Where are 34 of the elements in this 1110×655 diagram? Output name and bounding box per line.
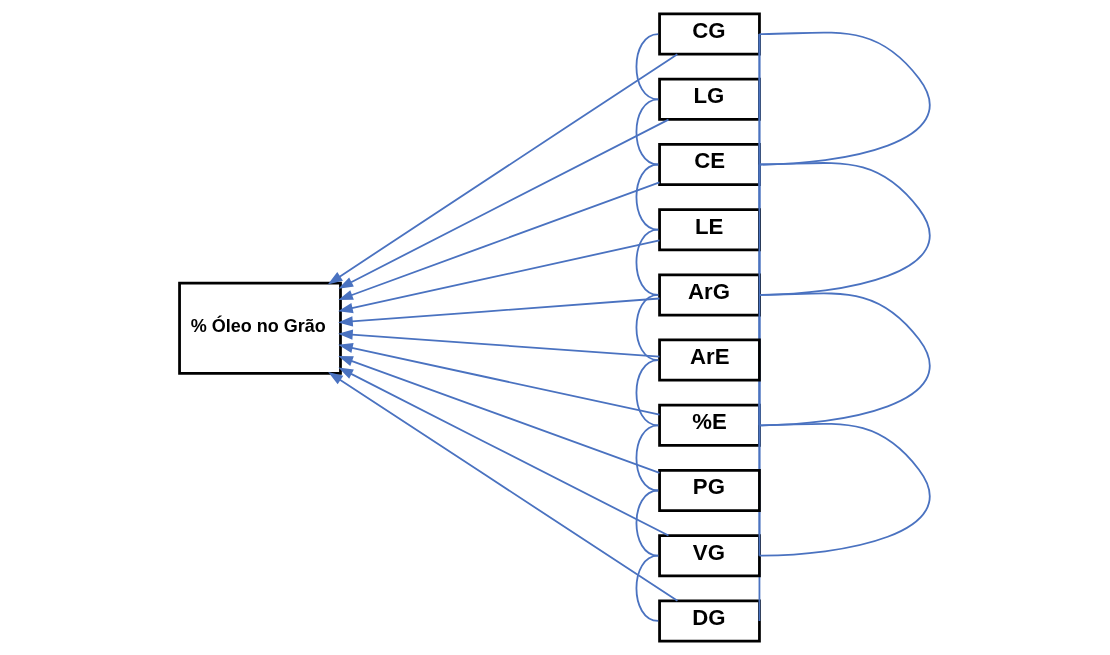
- connector: [758, 292, 931, 427]
- arrow: [327, 53, 679, 285]
- connector: [635, 294, 660, 361]
- arrow: [338, 118, 670, 289]
- node-box: %E: [658, 403, 761, 447]
- connector: [758, 31, 931, 166]
- connector: [635, 228, 660, 296]
- node-box: ArE: [658, 338, 761, 382]
- arrow: [338, 239, 661, 314]
- arrow: [338, 297, 661, 327]
- arrow: [328, 371, 679, 602]
- node-box: PG: [658, 469, 761, 512]
- arrow: [338, 367, 670, 537]
- connector: [758, 162, 931, 296]
- connector: [635, 98, 660, 166]
- connector: [635, 424, 660, 492]
- node-box: CE: [658, 143, 761, 186]
- connector: [635, 33, 660, 101]
- connector: [635, 163, 660, 231]
- arrow: [338, 342, 661, 416]
- node-box: CG: [658, 12, 761, 56]
- node-box: VG: [658, 534, 761, 578]
- connector: [635, 359, 660, 427]
- arrow: [338, 356, 661, 474]
- connector: [635, 554, 660, 622]
- connector: [635, 489, 660, 557]
- node-box: DG: [658, 599, 761, 643]
- arrow: [338, 181, 661, 301]
- node-box: LE: [658, 208, 761, 252]
- node-box: % Óleo no Grão: [178, 281, 342, 375]
- arrow: [338, 329, 661, 358]
- node-box: ArG: [658, 273, 761, 317]
- node-box: LG: [658, 77, 761, 121]
- connector: [758, 422, 931, 557]
